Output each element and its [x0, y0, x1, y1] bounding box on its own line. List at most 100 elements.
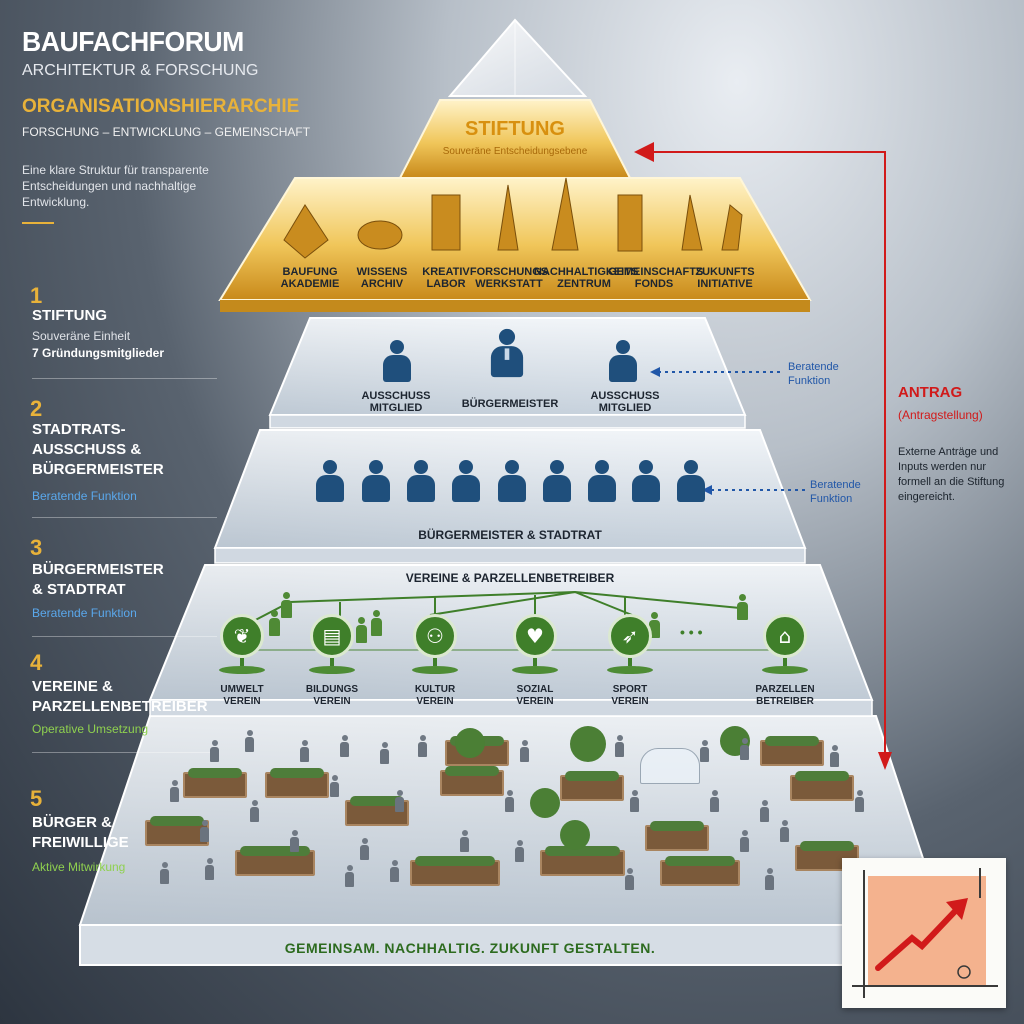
- tier1-title: STIFTUNG: [465, 118, 565, 140]
- brand-subtitle: ARCHITEKTUR & FORSCHUNG: [22, 62, 259, 79]
- tier3-caption: BÜRGERMEISTER & STADTRAT: [418, 528, 602, 542]
- citizen-figure: [290, 830, 299, 852]
- garden-bed: [645, 821, 709, 851]
- garden-bed: [560, 771, 624, 801]
- advisory-arrows: [660, 371, 805, 491]
- member-figure: [736, 594, 748, 620]
- council-member-figure: [496, 460, 528, 502]
- level-3-number: 3: [30, 535, 43, 560]
- hierarchy-title: ORGANISATIONSHIERARCHIE: [22, 96, 300, 117]
- level-5-number: 5: [30, 786, 43, 811]
- level-5-title: BÜRGER & FREIWILLIGE: [32, 814, 129, 851]
- committee-member-figure: [607, 340, 639, 382]
- capstone: [447, 18, 588, 97]
- tree: [560, 820, 590, 850]
- citizen-figure: [830, 745, 839, 767]
- house-icon: ⌂: [763, 614, 807, 658]
- citizen-figure: [205, 858, 214, 880]
- level-2-note: Beratende Funktion: [32, 489, 137, 503]
- book-icon: ▤: [310, 614, 354, 658]
- level-4-title: VEREINE & PARZELLENBETREIBER: [32, 678, 208, 715]
- citizen-figure: [615, 735, 624, 757]
- garden-bed: [660, 856, 740, 886]
- member-figure: [648, 612, 660, 638]
- level-1-title: STIFTUNG: [32, 307, 107, 324]
- level-4-note: Operative Umsetzung: [32, 722, 149, 736]
- level-2-number: 2: [30, 396, 43, 421]
- citizen-figure: [765, 868, 774, 890]
- committee-member-figure: [381, 340, 413, 382]
- council-member-figure: [360, 460, 392, 502]
- level-5-note: Aktive Mitwirkung: [32, 860, 126, 874]
- member-figure: [280, 592, 292, 618]
- council-member-figure: [450, 460, 482, 502]
- tier2-member-label: BÜRGERMEISTER: [461, 398, 559, 410]
- garden-bed: [410, 856, 500, 886]
- citizen-figure: [700, 740, 709, 762]
- tree: [530, 788, 560, 818]
- citizen-figure: [170, 780, 179, 802]
- citizen-figure: [520, 740, 529, 762]
- garden-bed: [440, 766, 504, 796]
- garden-bed: [790, 771, 854, 801]
- citizen-figure: [515, 840, 524, 862]
- council-member-figure: [541, 460, 573, 502]
- citizen-figure: [245, 730, 254, 752]
- citizen-figure: [250, 800, 259, 822]
- council-member-figure: [405, 460, 437, 502]
- growth-arrow-sketch: [852, 868, 998, 998]
- mayor-figure: [489, 328, 526, 378]
- level-3-title: BÜRGERMEISTER & STADTRAT: [32, 561, 164, 598]
- citizen-figure: [625, 868, 634, 890]
- citizen-figure: [710, 790, 719, 812]
- level-1-number: 1: [30, 283, 43, 308]
- tier1-subtitle: Souveräne Entscheidungsebene: [442, 146, 588, 157]
- hierarchy-subtitle: FORSCHUNG – ENTWICKLUNG – GEMEINSCHAFT: [22, 125, 311, 139]
- divider: [32, 517, 217, 518]
- citizen-figure: [418, 735, 427, 757]
- citizen-figure: [300, 740, 309, 762]
- level-4-number: 4: [30, 650, 43, 675]
- citizen-figure: [740, 738, 749, 760]
- divider: [32, 378, 217, 379]
- citizen-figure: [855, 790, 864, 812]
- citizen-figure: [505, 790, 514, 812]
- citizen-figure: [200, 820, 209, 842]
- people-icon: ⚇: [413, 614, 457, 658]
- level-1-members: 7 Gründungsmitglieder: [32, 346, 165, 360]
- gold-rule: [22, 222, 54, 224]
- garden-bed: [540, 846, 625, 876]
- tree: [455, 728, 485, 758]
- council-member-figure: [630, 460, 662, 502]
- sketch-card: [842, 858, 1006, 1008]
- council-member-figure: [675, 460, 707, 502]
- divider: [32, 752, 217, 753]
- citizen-figure: [780, 820, 789, 842]
- citizen-figure: [160, 862, 169, 884]
- citizen-figure: [330, 775, 339, 797]
- citizen-figure: [740, 830, 749, 852]
- runner-icon: ➶: [608, 614, 652, 658]
- level-1-note: Souveräne Einheit: [32, 329, 131, 343]
- heart-icon: ♥: [513, 614, 557, 658]
- member-figure: [268, 610, 280, 636]
- citizen-figure: [395, 790, 404, 812]
- garden-bed: [235, 846, 315, 876]
- garden-bed: [183, 768, 247, 798]
- member-figure: [370, 610, 382, 636]
- request-path: [634, 142, 892, 770]
- citizen-figure: [340, 735, 349, 757]
- level-3-note: Beratende Funktion: [32, 606, 137, 620]
- level-2-title: STADTRATS- AUSSCHUSS & BÜRGERMEISTER: [32, 421, 164, 478]
